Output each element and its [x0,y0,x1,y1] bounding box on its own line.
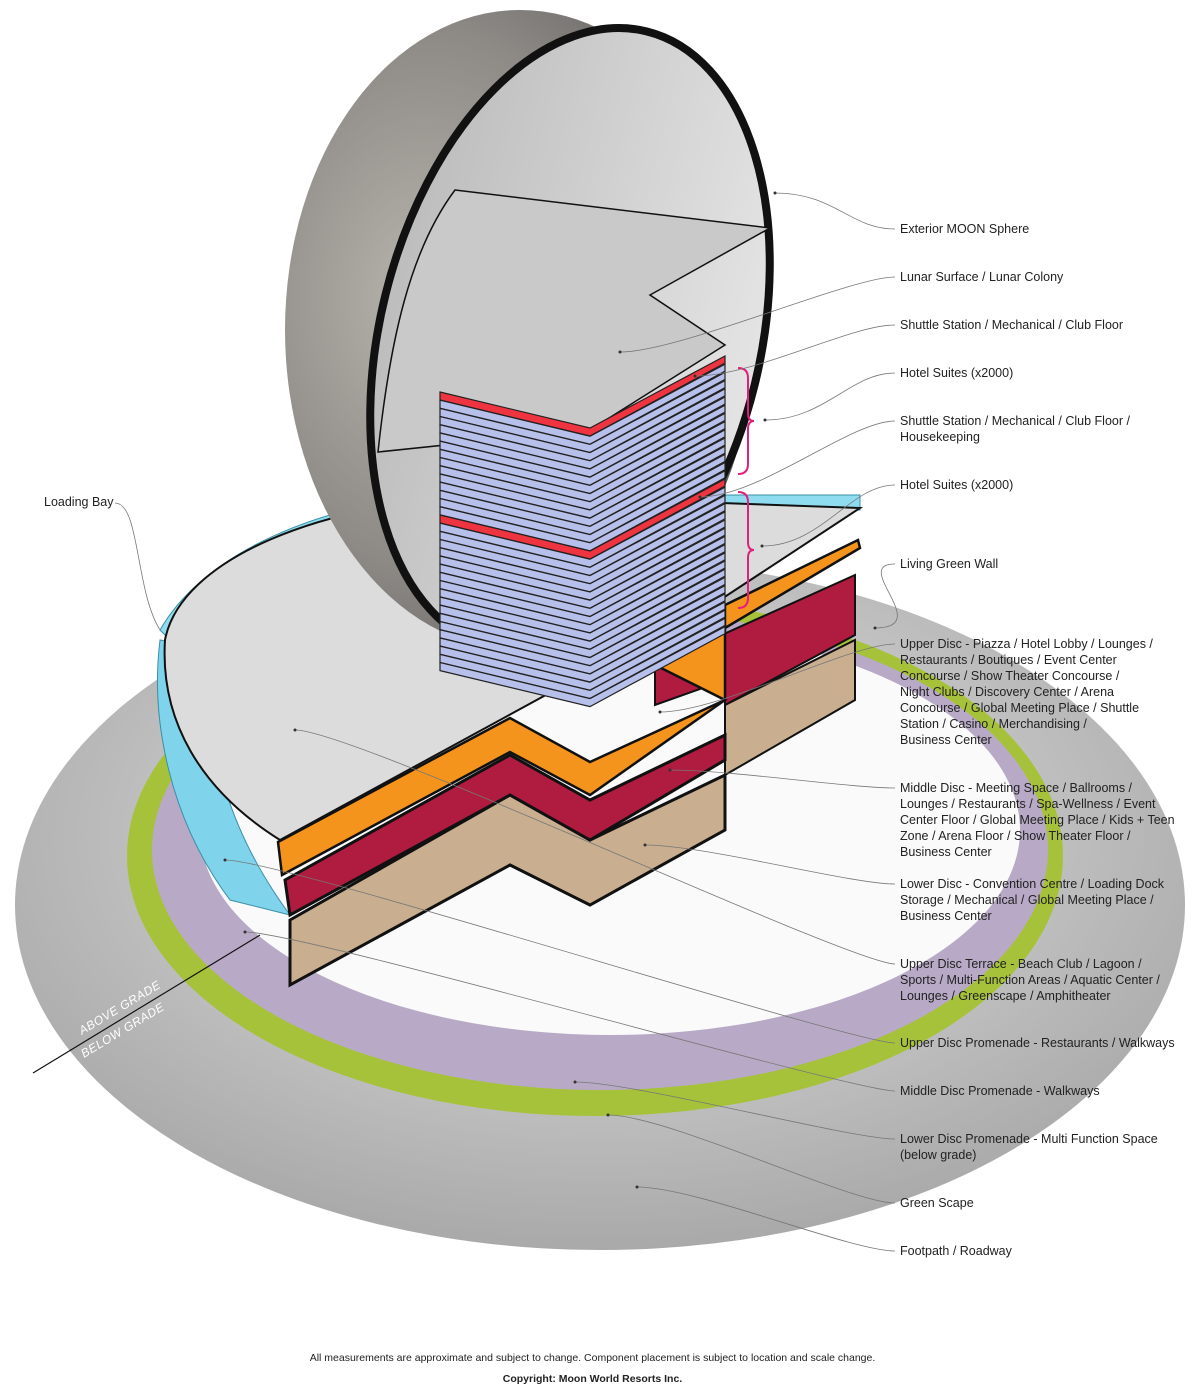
callout-label: Exterior MOON Sphere [900,222,1030,236]
leader-line [669,769,896,789]
callout-label: Living Green Wall [900,557,999,571]
callout-label: Upper Disc Promenade - Restaurants / Wal… [900,1036,1175,1050]
leader-line [659,643,896,713]
leader-line [224,859,896,1044]
leader-lines [114,191,898,1252]
callout-label: Lunar Surface / Lunar Colony [900,270,1064,284]
callout-label: Middle Disc - Meeting Space / Ballrooms … [900,781,1175,859]
callout-label: Footpath / Roadway [900,1244,1012,1258]
callout-label: Hotel Suites (x2000) [900,478,1014,492]
leader-line [699,420,896,498]
leader-dot [873,626,877,630]
leader-line [764,372,896,421]
callout-label: Upper Disc Terrace - Beach Club / Lagoon… [900,957,1160,1003]
leader-dot [763,418,767,422]
callout-label: Shuttle Station / Mechanical / Club Floo… [900,318,1124,332]
callout-label: Lower Disc - Convention Centre / Loading… [900,877,1165,923]
hotel-suites-stack [439,355,726,708]
upper-disc-floor [276,538,862,877]
leader-dot [693,374,697,378]
leader-dot [618,350,622,354]
callout-label: Shuttle Station / Mechanical / Club Floo… [900,414,1130,444]
lower-disc-side [724,638,856,777]
callout-label: Middle Disc Promenade - Walkways [900,1084,1100,1098]
leader-dot [698,495,702,499]
hotel-suites-bracket-lower [737,491,755,609]
leader-line [574,1081,896,1140]
leader-dot [223,858,227,862]
leader-dot [760,544,764,548]
leader-dot [635,1185,639,1189]
leader-line [619,276,896,353]
callout-label: Upper Disc - Piazza / Hotel Lobby / Loun… [900,637,1153,747]
leader-line [244,931,896,1092]
leader-line [874,563,898,629]
middle-disc-floor [283,732,727,918]
hotel-suites-bracket-upper [737,367,755,475]
leader-line [694,324,896,377]
leader-dot [668,768,672,772]
leader-line-loading-bay [114,502,161,631]
footer-disclaimer: All measurements are approximate and sub… [309,1352,876,1364]
leader-dot [606,1113,610,1117]
leader-dot [243,930,247,934]
leader-line [644,844,896,885]
label-loading-bay: Loading Bay [44,495,114,509]
callout-label: Green Scape [900,1196,974,1210]
leader-dot [293,728,297,732]
leader-line [636,1186,896,1252]
leader-dot [573,1080,577,1084]
leader-line [294,729,896,965]
leader-line [761,484,896,547]
leader-dot [773,191,777,195]
grade-line [32,934,261,1074]
leader-dot [643,843,647,847]
footer-copyright: Copyright: Moon World Resorts Inc. [502,1373,683,1385]
leader-line [607,1114,896,1204]
leader-line [774,192,896,230]
callout-label: Lower Disc Promenade - Multi Function Sp… [900,1132,1158,1162]
callout-label: Hotel Suites (x2000) [900,366,1014,380]
suite-floor-slab [439,625,726,708]
leader-dot [658,710,662,714]
